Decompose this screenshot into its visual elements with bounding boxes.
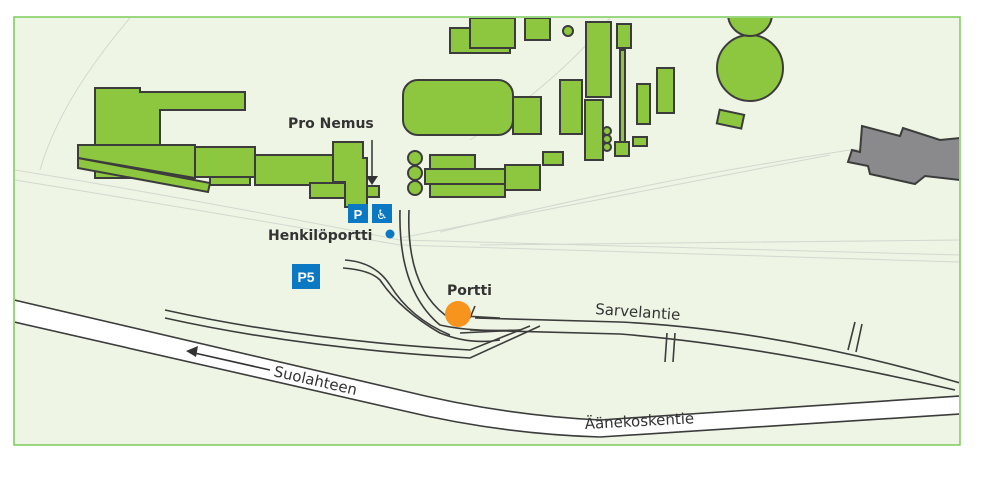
svg-text:P5: P5 xyxy=(297,269,314,285)
henkiloportti-marker[interactable] xyxy=(385,229,395,239)
direction-arrow-icon xyxy=(186,346,198,357)
portti-marker[interactable] xyxy=(445,301,471,327)
pointer-arrow-icon xyxy=(366,176,378,185)
accessible-parking-sign xyxy=(372,204,392,223)
buildings-center xyxy=(402,18,784,198)
p5-parking-sign xyxy=(292,264,320,289)
main-road-aanekoskentie xyxy=(15,299,959,438)
pro-nemus-building xyxy=(366,185,380,198)
parking-sign xyxy=(348,204,368,223)
label-sarvelantie: Sarvelantie xyxy=(595,300,681,324)
building-grey xyxy=(846,124,959,186)
label-pro-nemus: Pro Nemus xyxy=(288,116,374,132)
label-portti: Portti xyxy=(447,283,492,299)
roads xyxy=(15,209,959,438)
buildings-left xyxy=(77,87,380,208)
svg-text:P: P xyxy=(354,207,363,222)
direction-arrow-line xyxy=(189,351,271,371)
label-henkiloportti: Henkilöportti xyxy=(268,228,372,244)
accessible-icon: ♿ xyxy=(376,208,388,223)
